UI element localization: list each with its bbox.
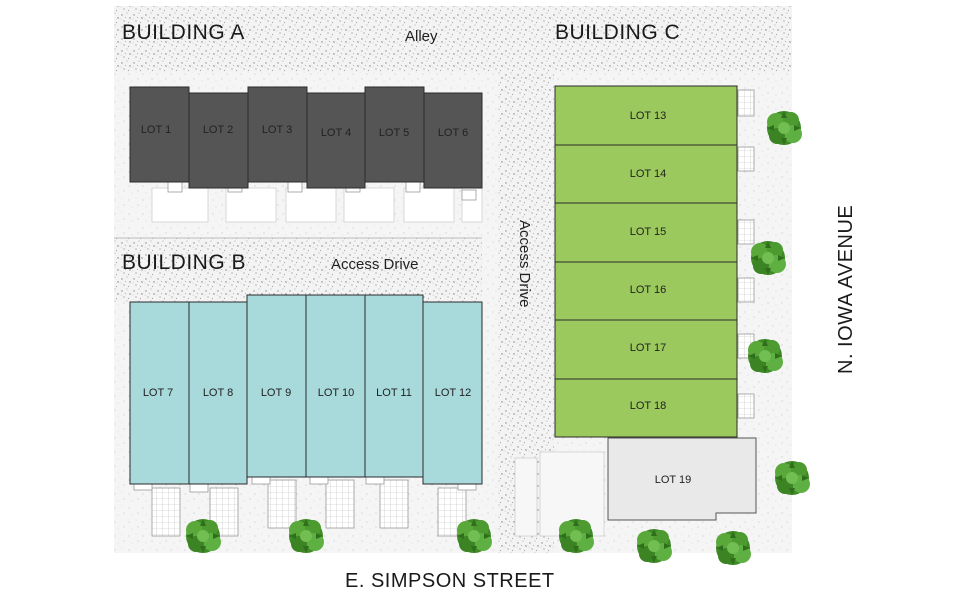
building-a-label: BUILDING A	[122, 21, 245, 44]
alley-area	[114, 6, 792, 72]
lot-14-label: LOT 14	[630, 168, 667, 180]
access-drive-vertical-label: Access Drive	[516, 220, 533, 308]
lot-9[interactable]	[246, 294, 307, 478]
tree-icon	[775, 461, 810, 495]
access-drive-pads	[514, 451, 605, 537]
building-b-patios	[151, 479, 467, 537]
lot-16[interactable]	[554, 261, 738, 321]
lot-4[interactable]	[306, 92, 366, 189]
lot-12[interactable]	[422, 301, 483, 485]
lot-12-label: LOT 12	[435, 387, 472, 399]
building-c-lot-labels: LOT 13 LOT 14 LOT 15 LOT 16 LOT 17 LOT 1…	[630, 110, 667, 412]
lot-1-label: LOT 1	[141, 124, 171, 136]
building-b-stoops	[133, 475, 477, 493]
lot-18[interactable]	[554, 378, 738, 438]
tree-icon	[559, 519, 594, 553]
lot-9-label: LOT 9	[261, 387, 291, 399]
lot-4-label: LOT 4	[321, 127, 351, 139]
building-c-patios	[737, 89, 755, 419]
lot-8-label: LOT 8	[203, 387, 233, 399]
lot-15-label: LOT 15	[630, 226, 667, 238]
building-c	[554, 85, 738, 438]
access-drive-horizontal-label: Access Drive	[331, 256, 419, 273]
building-a-yards	[151, 187, 483, 223]
tree-icon	[289, 519, 324, 553]
lot-11[interactable]	[364, 294, 424, 478]
lot-16-label: LOT 16	[630, 284, 667, 296]
tree-icon	[457, 519, 492, 553]
lot-6-label: LOT 6	[438, 127, 468, 139]
lot-10[interactable]	[305, 294, 366, 478]
south-street-label: E. SIMPSON STREET	[345, 570, 555, 592]
lot-13-label: LOT 13	[630, 110, 667, 122]
building-a-lot-labels: LOT 1 LOT 2 LOT 3 LOT 4 LOT 5 LOT 6	[141, 124, 468, 139]
lot-17[interactable]	[554, 319, 738, 380]
lot-3[interactable]	[247, 86, 308, 183]
lot-8[interactable]	[188, 301, 248, 485]
building-a	[129, 86, 483, 189]
access-drive-horizontal-area	[114, 238, 482, 302]
lot-11-label: LOT 11	[376, 387, 412, 399]
alley-label: Alley	[405, 28, 438, 45]
tree-icon	[751, 241, 786, 275]
building-b	[129, 294, 483, 485]
lot-18-label: LOT 18	[630, 400, 667, 412]
lot-10-label: LOT 10	[318, 387, 355, 399]
lot-5-label: LOT 5	[379, 127, 409, 139]
lot-5[interactable]	[364, 86, 425, 183]
lot-1[interactable]	[129, 86, 190, 183]
lot-7-label: LOT 7	[143, 387, 173, 399]
lot-13[interactable]	[554, 85, 738, 146]
building-b-label: BUILDING B	[122, 251, 246, 274]
building-c-label: BUILDING C	[555, 21, 680, 44]
lot-7[interactable]	[129, 301, 190, 485]
tree-icon	[716, 531, 751, 565]
lot-15[interactable]	[554, 202, 738, 263]
tree-icon	[637, 529, 672, 563]
lot-2[interactable]	[188, 92, 249, 189]
tree-icon	[186, 519, 221, 553]
building-b-lot-labels: LOT 7 LOT 8 LOT 9 LOT 10 LOT 11 LOT 12	[143, 387, 471, 399]
lot-3-label: LOT 3	[262, 124, 292, 136]
east-street-label: N. IOWA AVENUE	[835, 205, 857, 374]
tree-icon	[748, 339, 783, 373]
lot-6[interactable]	[423, 92, 483, 189]
lot-19-label: LOT 19	[655, 474, 692, 486]
lot-17-label: LOT 17	[630, 342, 667, 354]
tree-icon	[767, 111, 802, 145]
lot-2-label: LOT 2	[203, 124, 233, 136]
lot-14[interactable]	[554, 144, 738, 204]
lot-19[interactable]	[607, 437, 757, 521]
